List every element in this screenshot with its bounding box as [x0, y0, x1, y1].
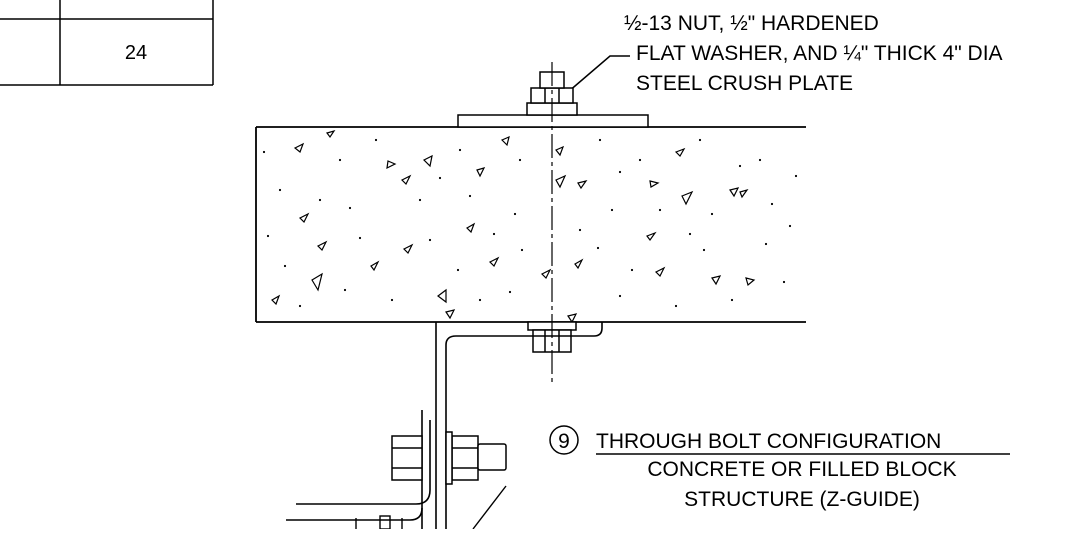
callout-line-3: STEEL CRUSH PLATE — [636, 72, 853, 95]
side-bolt-icon — [391, 431, 507, 485]
concrete-aggregate — [262, 129, 798, 324]
detail-title: THROUGH BOLT CONFIGURATION — [596, 430, 941, 453]
callout-line-1: ½-13 NUT, ½" HARDENED — [624, 12, 879, 35]
detail-subtitle-line-2: STRUCTURE (Z-GUIDE) — [684, 488, 920, 511]
bracket-detail — [355, 485, 507, 530]
callout-leader — [567, 55, 630, 93]
concrete-slab — [255, 126, 806, 323]
detail-subtitle-line-1: CONCRETE OR FILLED BLOCK — [647, 458, 956, 481]
crush-plate — [457, 114, 649, 128]
schedule-table — [0, 0, 214, 86]
detail-number-circle — [549, 425, 579, 455]
table-cell-value: 24 — [125, 42, 147, 64]
detail-number: 9 — [558, 430, 570, 453]
callout-line-2: FLAT WASHER, AND ¼" THICK 4" DIA — [636, 42, 1003, 65]
z-guide-bracket — [286, 322, 603, 529]
